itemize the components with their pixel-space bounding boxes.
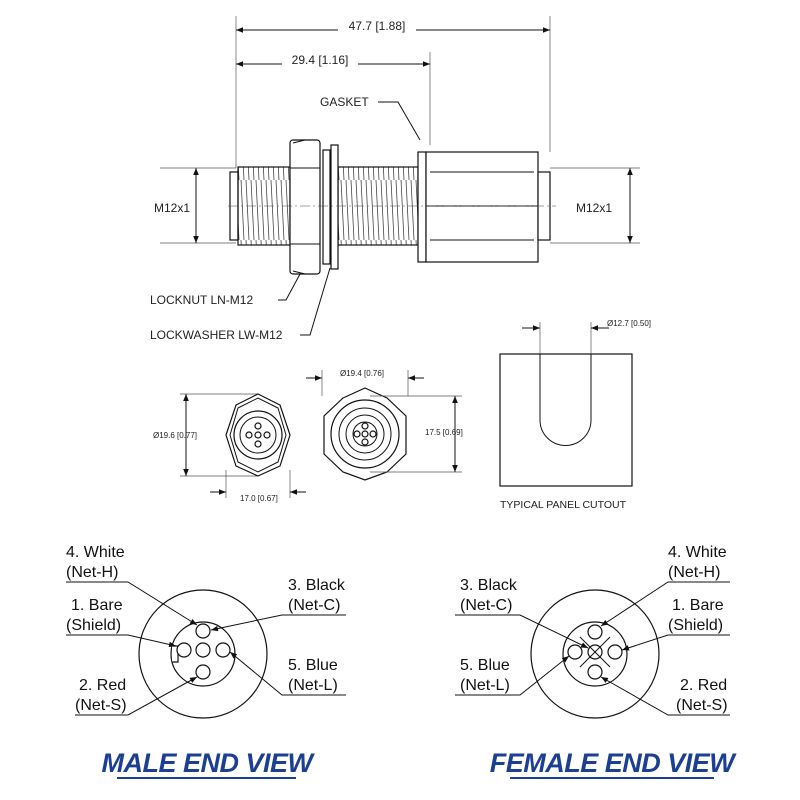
male-pin5-net: (Net-L) [288,677,338,694]
male-pin4-name: 4. White [66,544,125,561]
male-pin4-net: (Net-H) [66,564,118,581]
female-front-view: Ø19.4 [0.76] 17.5 [0.69] [306,369,463,481]
male-pin1-name: 1. Bare [71,597,123,614]
female-pin5-name: 5. Blue [460,657,510,674]
male-pin2-name: 2. Red [79,677,126,694]
left-thread-label: M12x1 [154,201,190,215]
overall-length-label: 47.7 [1.88] [349,19,406,33]
female-pin3-name: 3. Black [460,577,518,594]
female-pin1-net: (Shield) [668,617,723,634]
male-hex-label: 17.0 [0.67] [240,494,278,503]
female-pin5-net: (Net-L) [460,677,510,694]
male-front-view: Ø19.6 [0.77] 17.0 [0.67] [153,393,306,503]
panel-washer [330,144,339,270]
male-end-view-title: MALE END VIEW [101,748,315,778]
female-pin4-name: 4. White [668,544,727,561]
female-pin2-net: (Net-S) [676,697,728,714]
lockwasher [322,149,331,265]
male-end-view: 4. White (Net-H) 1. Bare (Shield) 2. Red… [66,544,346,779]
panel-cutout: Ø12.7 [0.50] TYPICAL PANEL CUTOUT [499,319,651,511]
panel-cutout-label: TYPICAL PANEL CUTOUT [500,499,627,511]
male-pin2-net: (Net-S) [75,697,127,714]
gasket-label: GASKET [320,95,369,109]
male-pin3-name: 3. Black [288,577,346,594]
gasket-leader [378,101,421,141]
male-pin5-name: 5. Blue [288,657,338,674]
female-face-dia-label: Ø19.4 [0.76] [340,369,384,378]
lockwasher-leader [300,267,331,336]
locknut [289,139,321,275]
female-height-label: 17.5 [0.69] [425,428,463,437]
locknut-label: LOCKNUT LN-M12 [150,293,253,307]
male-pin1-net: (Shield) [66,617,121,634]
locknut-leader [278,273,301,301]
female-pin4-net: (Net-H) [668,564,720,581]
female-pin3-net: (Net-C) [460,597,512,614]
female-end-view: 4. White (Net-H) 1. Bare (Shield) 2. Red… [455,544,738,779]
panel-cutout-square [499,353,633,487]
male-pin3-net: (Net-C) [288,597,340,614]
thread-length-label: 29.4 [1.16] [292,53,349,67]
male-face-dia-label: Ø19.6 [0.77] [153,431,197,440]
female-end-view-title: FEMALE END VIEW [490,748,738,778]
right-thread-label: M12x1 [576,201,612,215]
cutout-dia-label: Ø12.7 [0.50] [607,319,651,328]
hex-body [425,151,539,263]
female-pin1-name: 1. Bare [672,597,724,614]
gasket [417,151,427,263]
female-pin2-name: 2. Red [680,677,727,694]
lockwasher-label: LOCKWASHER LW-M12 [150,328,283,342]
side-view: 47.7 [1.88] 29.4 [1.16] M12x1 M12x1 [150,16,640,342]
